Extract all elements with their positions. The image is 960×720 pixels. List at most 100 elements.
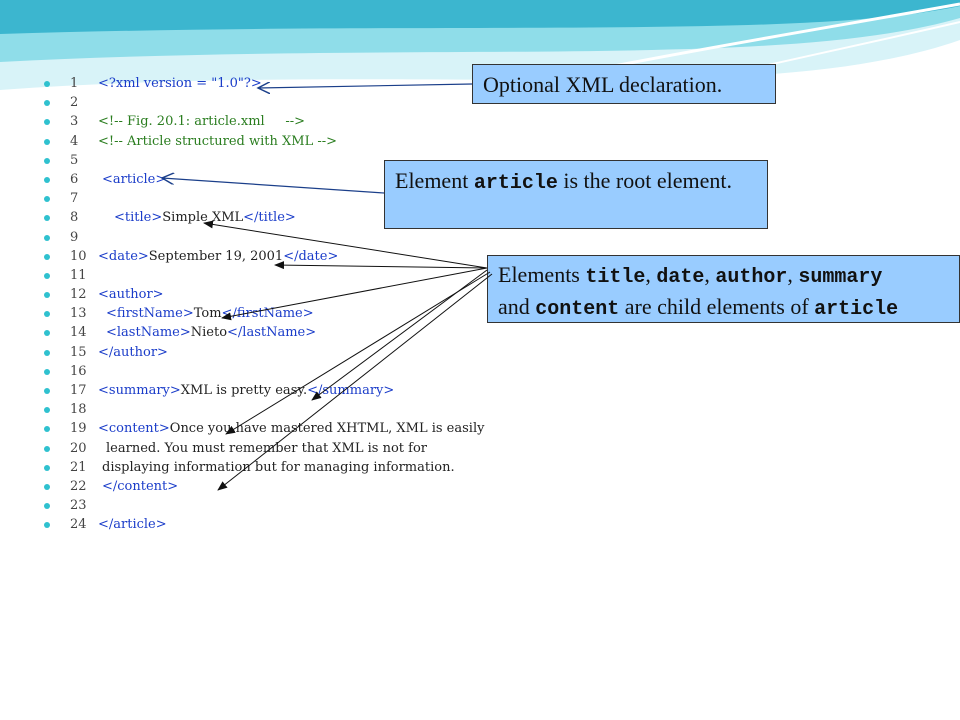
line-number: 22 [70, 478, 87, 494]
xml-tag: <title> [114, 210, 163, 226]
line-number: 15 [70, 344, 87, 360]
line-text: <author> [94, 285, 164, 304]
xml-tag: <lastName> [106, 325, 191, 341]
callout-text: , [645, 262, 657, 287]
element-name: article [814, 298, 899, 321]
line-text: <title>Simple XML</title> [94, 208, 296, 227]
bullet-icon [44, 119, 50, 126]
bullet-icon [44, 330, 50, 337]
line-number: 6 [70, 171, 79, 187]
line-number: 7 [70, 191, 79, 207]
bullet-icon [44, 503, 50, 510]
bullet-icon [44, 407, 50, 414]
xml-tag: <?xml version = "1.0"?> [98, 76, 262, 91]
bullet-icon [44, 426, 50, 433]
xml-tag: </article> [98, 517, 167, 533]
line-number: 24 [70, 517, 87, 533]
line-text: </content> [94, 477, 178, 496]
xml-comment: <!-- Article structured with XML --> [98, 133, 338, 149]
line-number: 19 [70, 421, 87, 437]
callout-text: Element [395, 168, 474, 193]
line-number: 21 [70, 459, 87, 475]
line-number: 10 [70, 248, 87, 264]
callout-root-element: Element article is the root element. [384, 160, 768, 229]
xml-tag: <summary> [98, 383, 181, 398]
line-number: 16 [70, 363, 87, 379]
bullet-icon [44, 272, 50, 279]
line-text: <content>Once you have mastered XHTML, X… [94, 419, 484, 438]
arrow-to-article-root [162, 178, 385, 194]
line-text: <!-- Article structured with XML --> [94, 132, 337, 151]
line-number: 12 [70, 287, 87, 303]
callout-text: are child elements of [619, 294, 815, 319]
line-text: <article> [94, 170, 166, 189]
line-number: 18 [70, 402, 87, 418]
xml-tag: </summary> [307, 383, 395, 398]
arrow-to-content [225, 271, 491, 435]
line-number: 14 [70, 325, 87, 341]
line-number: 3 [70, 114, 79, 130]
wave-white-stroke [379, 2, 960, 120]
line-number: 4 [70, 133, 79, 149]
bullet-icon [44, 464, 50, 471]
xml-tag: </date> [283, 248, 339, 264]
line-text: <lastName>Nieto</lastName> [94, 323, 316, 342]
bullet-icon [44, 138, 50, 145]
callout-text: , [704, 262, 716, 287]
bullet-icon [44, 215, 50, 222]
line-number: 20 [70, 440, 87, 456]
bullet-icon [44, 388, 50, 394]
xml-text: displaying information but for managing … [102, 459, 455, 475]
line-number: 8 [70, 210, 79, 226]
element-name: title [585, 266, 646, 289]
callout-text: is the root element. [557, 168, 732, 193]
line-text: <summary>XML is pretty easy.</summary> [94, 381, 394, 400]
line-number: 23 [70, 498, 87, 514]
bullet-icon [44, 196, 50, 203]
xml-tag: <firstName> [106, 306, 194, 322]
xml-tag: </lastName> [227, 325, 317, 341]
element-name: author [715, 266, 788, 289]
bullet-icon [44, 311, 50, 318]
xml-tag: </title> [243, 210, 296, 226]
bullet-icon [44, 157, 50, 164]
xml-tag: </content> [102, 478, 179, 494]
xml-tag: </firstName> [221, 306, 314, 322]
line-number: 1 [70, 76, 79, 91]
line-text: </author> [94, 343, 168, 362]
bullet-icon [44, 81, 50, 87]
bullet-icon [44, 176, 50, 183]
xml-comment: <!-- Fig. 20.1: article.xml --> [98, 114, 306, 130]
line-number: 11 [70, 267, 87, 283]
line-text: <?xml version = "1.0"?> [94, 74, 262, 93]
header-wave-decoration [0, 0, 960, 120]
callout-text: and [498, 294, 536, 319]
bullet-icon [44, 368, 50, 375]
line-number: 5 [70, 152, 79, 168]
bullet-icon [44, 349, 50, 356]
callout-text: , [787, 262, 799, 287]
xml-text: learned. You must remember that XML is n… [106, 440, 428, 456]
xml-text: Nieto [190, 325, 228, 341]
xml-text: Simple XML [162, 210, 244, 226]
line-text: <date>September 19, 2001</date> [94, 247, 338, 266]
xml-tag: <content> [98, 421, 170, 437]
line-text: <!-- Fig. 20.1: article.xml --> [94, 112, 305, 131]
xml-text: September 19, 2001 [148, 248, 284, 264]
line-text: <firstName>Tom</firstName> [94, 304, 314, 323]
element-name: summary [798, 266, 883, 289]
wave-dark-band [0, 0, 960, 34]
line-number: 13 [70, 306, 87, 322]
xml-tag: <author> [98, 287, 164, 303]
callout-text: Elements [498, 262, 586, 287]
bullet-icon [44, 253, 50, 260]
bullet-icon [44, 445, 50, 452]
bullet-icon [44, 292, 50, 299]
bullet-icon [44, 483, 50, 490]
xml-text: XML is pretty easy. [180, 383, 308, 398]
bullet-icon [44, 522, 50, 529]
bullet-icon [44, 234, 50, 241]
xml-tag: <article> [102, 171, 167, 187]
element-name: article [473, 172, 558, 195]
